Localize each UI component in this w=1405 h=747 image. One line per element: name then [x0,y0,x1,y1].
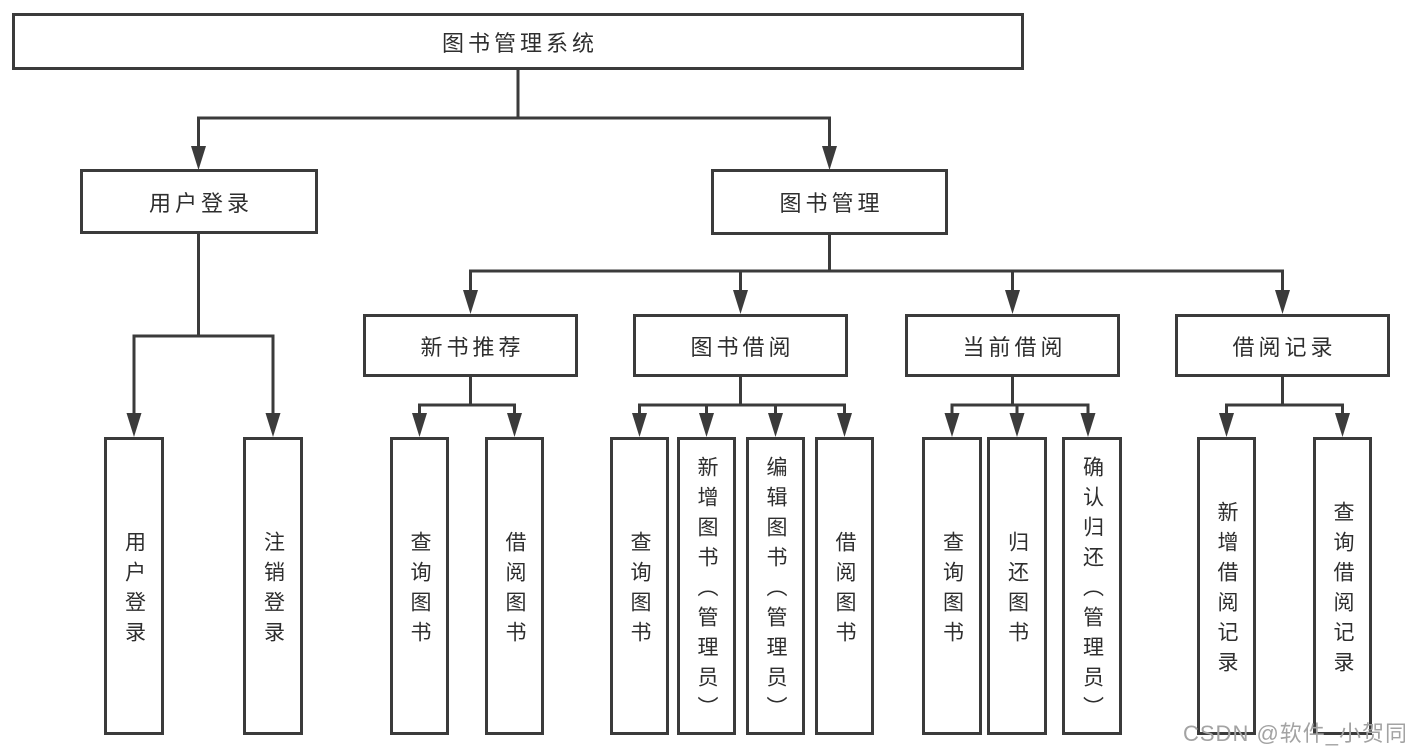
node-label: 用户登录 [122,530,146,651]
leaf-borrow-books: 借阅图书 [815,437,874,735]
leaf-edit-books-admin: 编辑图书（管理员） [746,437,805,735]
leaf-confirm-return-admin: 确认归还（管理员） [1062,437,1122,735]
leaf-add-books-admin: 新增图书（管理员） [677,437,736,735]
node-label: 图书管理 [779,191,884,216]
leaf-return-books: 归还图书 [987,437,1047,735]
node-label: 新增借阅记录 [1215,500,1238,681]
node-user-login: 用户登录 [80,169,318,234]
connector-stroke [132,69,1344,416]
node-label: 新书推荐 [420,334,525,360]
node-new-book-recommend: 新书推荐 [363,314,578,377]
node-label: 图书管理系统 [441,30,598,56]
leaf-borrow-books: 借阅图书 [485,437,544,735]
node-label: 查询图书 [628,530,651,651]
node-label: 归还图书 [1005,530,1029,651]
node-label: 借阅图书 [833,530,856,651]
leaf-logout: 注销登录 [243,437,303,735]
node-library-system: 图书管理系统 [12,13,1024,70]
arrowhead-icons [126,146,1350,437]
watermark: CSDN @软件_小贺同学 [1183,721,1405,746]
node-book-borrowing: 图书借阅 [633,314,848,377]
leaf-query-borrow-record: 查询借阅记录 [1313,437,1372,735]
node-label: 借阅图书 [503,530,526,651]
node-label: 新增图书（管理员） [695,455,718,726]
node-label: 查询图书 [408,530,431,651]
leaf-user-login: 用户登录 [104,437,164,735]
node-label: 图书借阅 [690,334,795,360]
node-borrowing-records: 借阅记录 [1175,314,1390,377]
node-label: 查询借阅记录 [1331,500,1354,681]
node-label: 借阅记录 [1232,334,1337,360]
node-current-borrowing: 当前借阅 [905,314,1120,377]
node-book-management: 图书管理 [711,169,948,235]
node-label: 用户登录 [148,190,253,216]
node-label: 确认归还（管理员） [1080,455,1104,726]
leaf-query-books: 查询图书 [390,437,449,735]
node-label: 查询图书 [940,530,964,651]
leaf-query-books: 查询图书 [610,437,669,735]
node-label: 编辑图书（管理员） [764,455,787,726]
leaf-add-borrow-record: 新增借阅记录 [1197,437,1256,735]
node-label: 注销登录 [261,530,285,651]
node-label: 当前借阅 [962,334,1067,360]
leaf-query-books: 查询图书 [922,437,982,735]
